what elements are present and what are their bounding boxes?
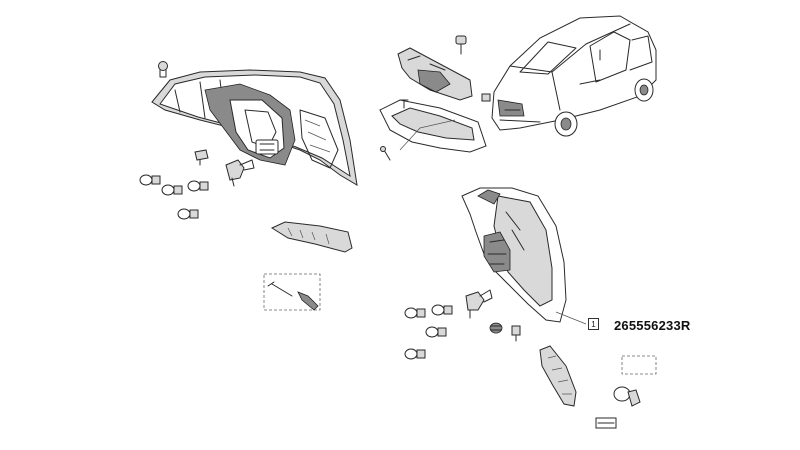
left-bulbs	[139, 174, 209, 220]
bulb-icon	[161, 184, 183, 196]
leader-line	[399, 119, 456, 151]
bulb-icon	[139, 174, 161, 186]
tailgate-lamp-housing	[397, 47, 473, 101]
lamp-fixing-nut	[158, 61, 168, 78]
right-bulbs	[404, 304, 453, 360]
bulb-icon	[177, 208, 199, 220]
left-bulb-holder	[225, 159, 255, 187]
wiring-kit-box	[263, 273, 321, 311]
part-number-label[interactable]: 265556233R	[614, 318, 691, 333]
trim-fixing-screw	[380, 146, 391, 161]
left-tail-lamp-assembly	[151, 69, 358, 186]
upper-fixing-bolt	[455, 35, 467, 55]
plate-light-trim	[379, 99, 487, 153]
trim-clip	[481, 93, 491, 102]
right-lamp-bolt	[511, 325, 521, 342]
callout-index-box: 1	[588, 318, 599, 330]
callout-leader	[555, 311, 587, 325]
bulb-icon	[431, 304, 453, 316]
right-socket-nut	[489, 322, 503, 334]
bulb-icon	[187, 180, 209, 192]
bulb-kit-box	[595, 355, 657, 429]
hatchback-car-icon	[491, 15, 657, 137]
bulb-icon	[425, 326, 447, 338]
right-bulb-holder	[465, 289, 493, 319]
right-reflector-strip	[539, 345, 577, 407]
left-reflector-strip	[270, 221, 353, 253]
bulb-icon	[404, 348, 426, 360]
bulb-icon	[404, 307, 426, 319]
right-tail-lamp-assembly	[461, 187, 567, 323]
left-bulb-socket	[194, 149, 209, 166]
